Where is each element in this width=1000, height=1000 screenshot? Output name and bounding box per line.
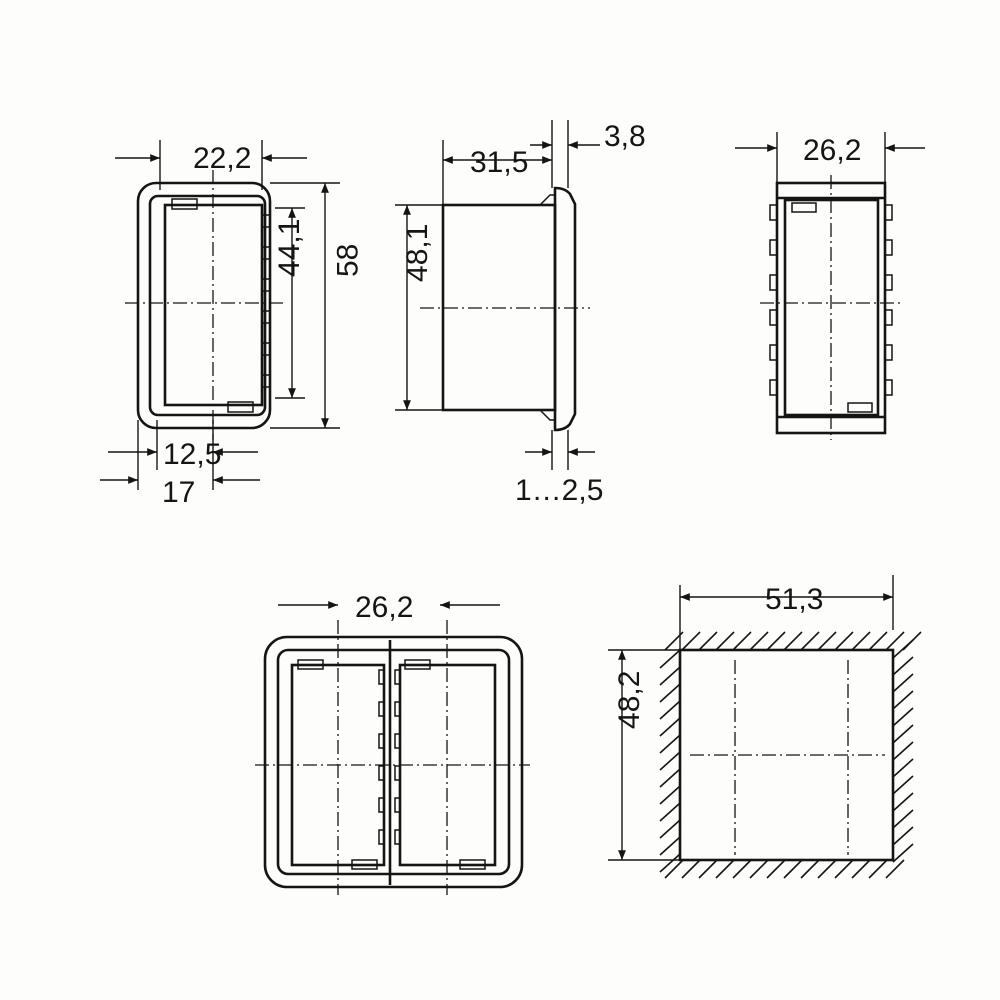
hatch-line — [868, 631, 888, 651]
dim-22-2: 22,2 — [193, 142, 251, 175]
single-switch-rear-view: 26,2 — [735, 132, 925, 440]
dim-12-5: 12,5 — [163, 438, 221, 471]
hatch-line — [766, 631, 786, 651]
double-switch-front-view: 26,2 — [255, 591, 530, 895]
hatch-line — [659, 853, 681, 873]
hatch-line — [800, 859, 820, 879]
single-switch-front-view: 22,2 44,1 58 12,5 17 — [100, 140, 364, 509]
dim-44-1: 44,1 — [273, 219, 306, 277]
hatch-line — [885, 631, 905, 651]
panel-hatching — [659, 631, 922, 879]
hatch-line — [892, 758, 914, 778]
dim-3-8: 3,8 — [604, 120, 646, 153]
hatch-line — [659, 666, 681, 686]
hatch-line — [783, 859, 803, 879]
hatch-line — [681, 631, 701, 651]
hatch-line — [892, 690, 914, 710]
hatch-line — [664, 859, 684, 879]
hatch-line — [659, 785, 681, 805]
hatch-line — [834, 859, 854, 879]
dim-58: 58 — [331, 244, 364, 277]
panel-cutout-view: 51,3 48,2 — [608, 575, 922, 879]
hatch-line — [749, 859, 769, 879]
hatch-line — [892, 673, 914, 693]
hatch-line — [698, 859, 718, 879]
dim-1-2-5: 1…2,5 — [515, 474, 603, 507]
hatch-line — [892, 775, 914, 795]
hatch-line — [892, 792, 914, 812]
hatch-line — [659, 819, 681, 839]
hatch-line — [715, 631, 735, 651]
hatch-line — [659, 768, 681, 788]
hatch-line — [732, 631, 752, 651]
hatch-line — [851, 631, 871, 651]
hatch-line — [659, 734, 681, 754]
hatch-line — [698, 631, 718, 651]
hatch-line — [715, 859, 735, 879]
hatch-line — [659, 649, 681, 669]
hatch-line — [659, 836, 681, 856]
hatch-line — [659, 717, 681, 737]
dim-26-2-rear: 26,2 — [803, 134, 861, 167]
dim-17: 17 — [162, 476, 195, 509]
hatch-line — [851, 859, 871, 879]
hatch-line — [783, 631, 803, 651]
hatch-line — [885, 859, 905, 879]
hatch-line — [659, 802, 681, 822]
side-view: 31,5 3,8 48,1 1…2,5 — [395, 120, 646, 507]
hatch-line — [659, 683, 681, 703]
dim-26-2-double: 26,2 — [355, 591, 413, 624]
hatch-line — [766, 859, 786, 879]
hatch-line — [892, 741, 914, 761]
hatch-line — [732, 859, 752, 879]
hatch-line — [892, 843, 914, 863]
hatch-line — [892, 724, 914, 744]
hatch-line — [817, 631, 837, 651]
dim-51-3: 51,3 — [765, 583, 823, 616]
dim-48-1: 48,1 — [401, 224, 434, 282]
hatch-line — [892, 639, 914, 659]
hatch-line — [681, 859, 701, 879]
hatch-line — [659, 751, 681, 771]
hatch-line — [892, 826, 914, 846]
hatch-line — [892, 809, 914, 829]
dim-48-2: 48,2 — [613, 671, 646, 729]
hatch-line — [817, 859, 837, 879]
hatch-line — [834, 631, 854, 651]
hatch-line — [892, 656, 914, 676]
hatch-line — [892, 707, 914, 727]
hatch-line — [749, 631, 769, 651]
hatch-line — [659, 700, 681, 720]
hatch-line — [868, 859, 888, 879]
dim-31-5: 31,5 — [470, 146, 528, 179]
hatch-line — [800, 631, 820, 651]
